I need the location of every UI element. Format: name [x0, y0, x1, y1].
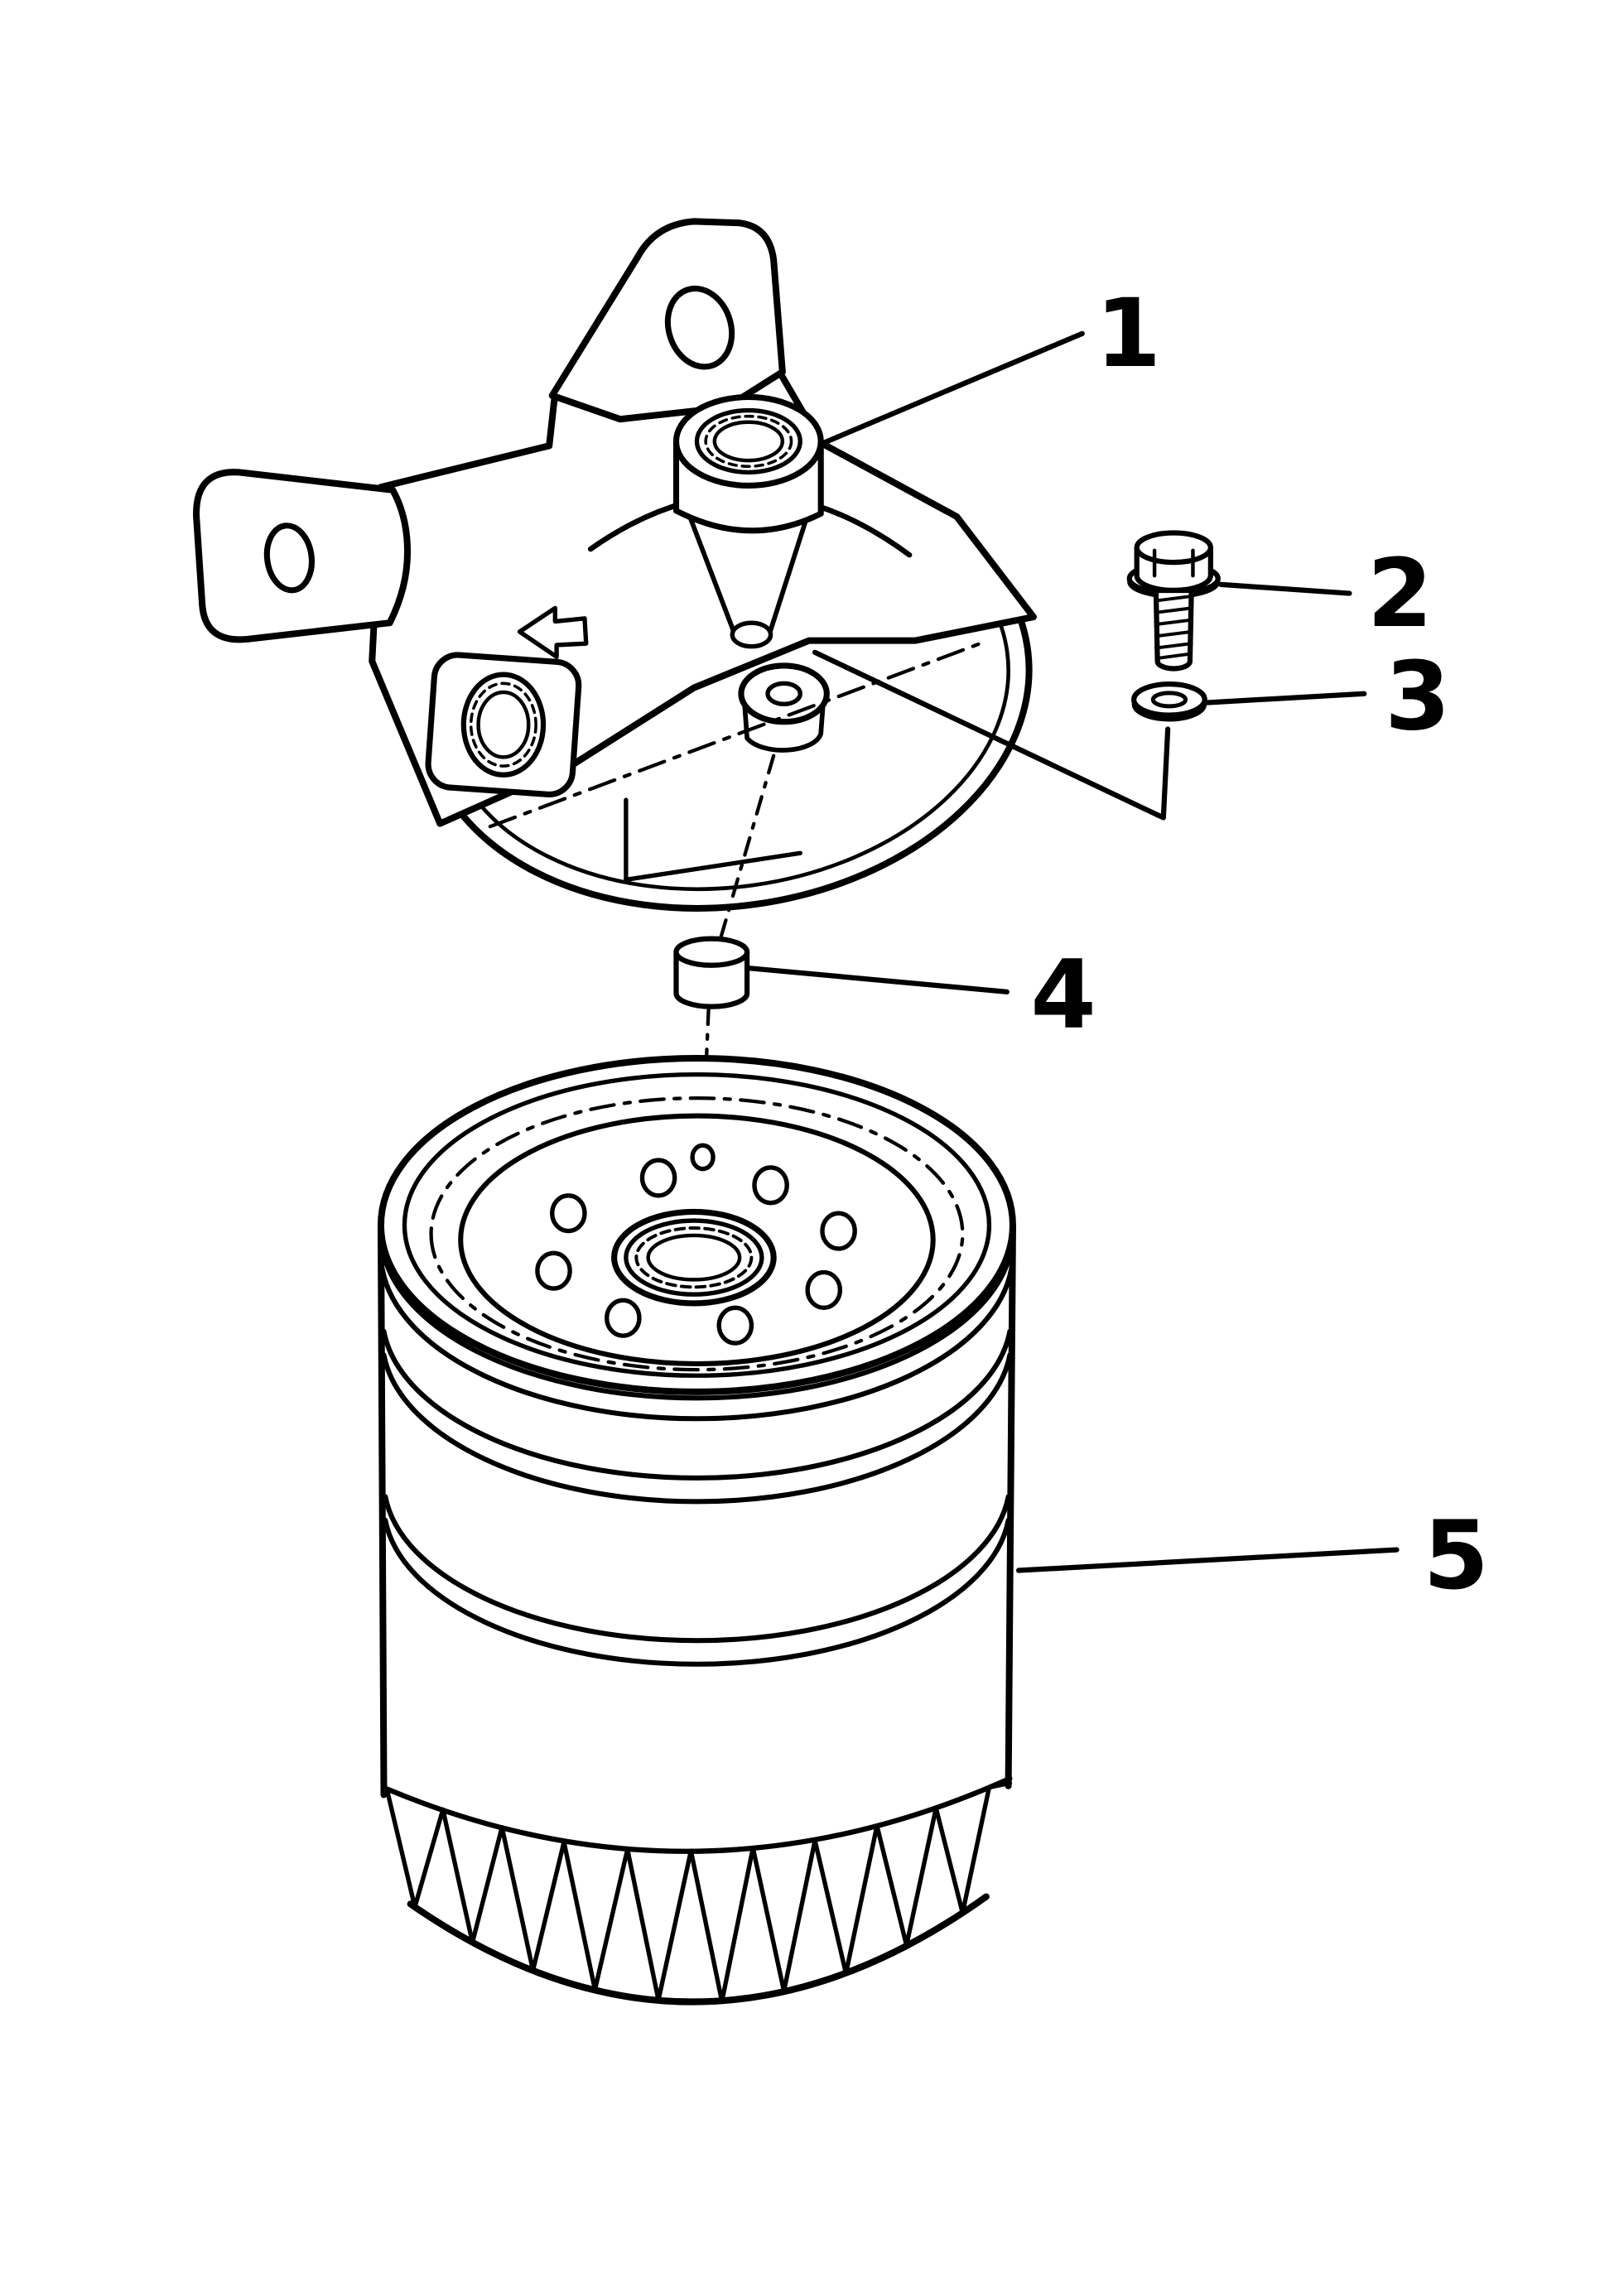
- callout-label-4: 4: [1030, 940, 1096, 1050]
- alignment-hole: [690, 1143, 716, 1172]
- center-stud-top: [738, 662, 830, 725]
- top-plate-gasket-centerline: [429, 1096, 965, 1372]
- bolt-thread-6: [1155, 652, 1192, 660]
- bolt: [1126, 530, 1221, 672]
- leader-line-4: [747, 966, 1010, 994]
- bolt-head-top: [1134, 530, 1213, 566]
- washer-outer: [1131, 681, 1207, 718]
- inlet-hole-3: [639, 1158, 677, 1198]
- head-centerline: [488, 642, 982, 829]
- canister-band2-arc-2: [383, 1517, 1011, 1667]
- flute-band-top-arc: [383, 1775, 1013, 1854]
- inlet-hole-1: [820, 1211, 857, 1251]
- side-port-bore-inner: [476, 690, 531, 759]
- bolt-thread-3: [1154, 618, 1193, 626]
- inlet-hole-2: [752, 1165, 789, 1206]
- side-port-bore-outer: [460, 672, 547, 778]
- inlet-hole-8: [805, 1269, 843, 1310]
- filter-canister: [377, 1055, 1016, 2006]
- center-thread-hole-outer: [611, 1208, 777, 1307]
- top-ear-mounting-hole: [664, 285, 735, 370]
- flow-arrow-icon: [517, 605, 589, 659]
- top-plate-inner-ring: [458, 1113, 936, 1367]
- assembly-centerline-upper: [718, 754, 776, 941]
- callout-label-1: 1: [1096, 278, 1161, 388]
- canister-band1-arc-1: [381, 1328, 1013, 1481]
- bolt-thread-4: [1154, 629, 1193, 638]
- canister-top-rim-inner: [402, 1071, 992, 1378]
- canister-seam-arc-2: [379, 1266, 1014, 1422]
- leader-line-3: [1205, 691, 1367, 705]
- port-funnel-right-edge: [766, 517, 809, 638]
- leader-line-1: [821, 330, 1085, 445]
- flute-zigzag: [384, 1780, 1013, 2004]
- callout-labels: 1 2 3 4 5: [1030, 278, 1489, 1611]
- center-thread-hole-inner: [646, 1233, 742, 1282]
- leader-line-5: [1015, 1547, 1400, 1573]
- washer: [1131, 681, 1207, 722]
- bolt-thread-1: [1154, 595, 1193, 603]
- washer-inner-hole: [1150, 691, 1188, 709]
- flute-band-bottom-arc: [407, 1893, 990, 2006]
- canister-silhouette: [380, 1061, 1013, 2002]
- inlet-hole-7: [716, 1305, 754, 1346]
- canister-band2-arc-1: [383, 1494, 1011, 1644]
- inlet-port-bore-inner: [712, 420, 785, 463]
- canister-seam-arc-1: [379, 1245, 1014, 1401]
- center-thread-hole-mid: [624, 1218, 764, 1297]
- callout-label-3: 3: [1385, 642, 1450, 752]
- leader-line-2: [1218, 581, 1352, 596]
- center-thread-ring: [634, 1226, 754, 1289]
- leader-lines: [747, 330, 1400, 1573]
- canister-wall-left: [377, 1225, 388, 1799]
- port-funnel-left-edge: [688, 517, 736, 634]
- bolt-thread-2: [1154, 606, 1193, 614]
- port-funnel-tip: [730, 620, 773, 649]
- head-seam-mark: [624, 797, 802, 883]
- inlet-port-bore-outer: [694, 407, 802, 475]
- inlet-hole-5: [535, 1250, 572, 1291]
- left-ear-mounting-hole: [263, 523, 316, 594]
- center-stud-hole: [765, 681, 802, 706]
- callout-label-5: 5: [1424, 1500, 1489, 1611]
- leader-line-bolt-to-head: [812, 649, 1171, 821]
- bolt-thread-5: [1154, 642, 1193, 650]
- callout-label-2: 2: [1367, 538, 1433, 648]
- sleeve-top-face: [673, 936, 750, 968]
- filter-head-assembly: [193, 218, 1037, 912]
- connector-sleeve: [673, 936, 750, 1009]
- side-port-thread-ring: [469, 681, 537, 768]
- inlet-hole-6: [605, 1298, 642, 1338]
- canister-wall-right: [1005, 1225, 1016, 1789]
- inlet-hole-4: [550, 1193, 587, 1234]
- canister-band1-arc-2: [381, 1352, 1013, 1505]
- inlet-port-thread-ring: [704, 414, 793, 469]
- washer-thickness-edge: [1131, 701, 1207, 722]
- diagram-root: 1 2 3 4 5: [193, 218, 1489, 2006]
